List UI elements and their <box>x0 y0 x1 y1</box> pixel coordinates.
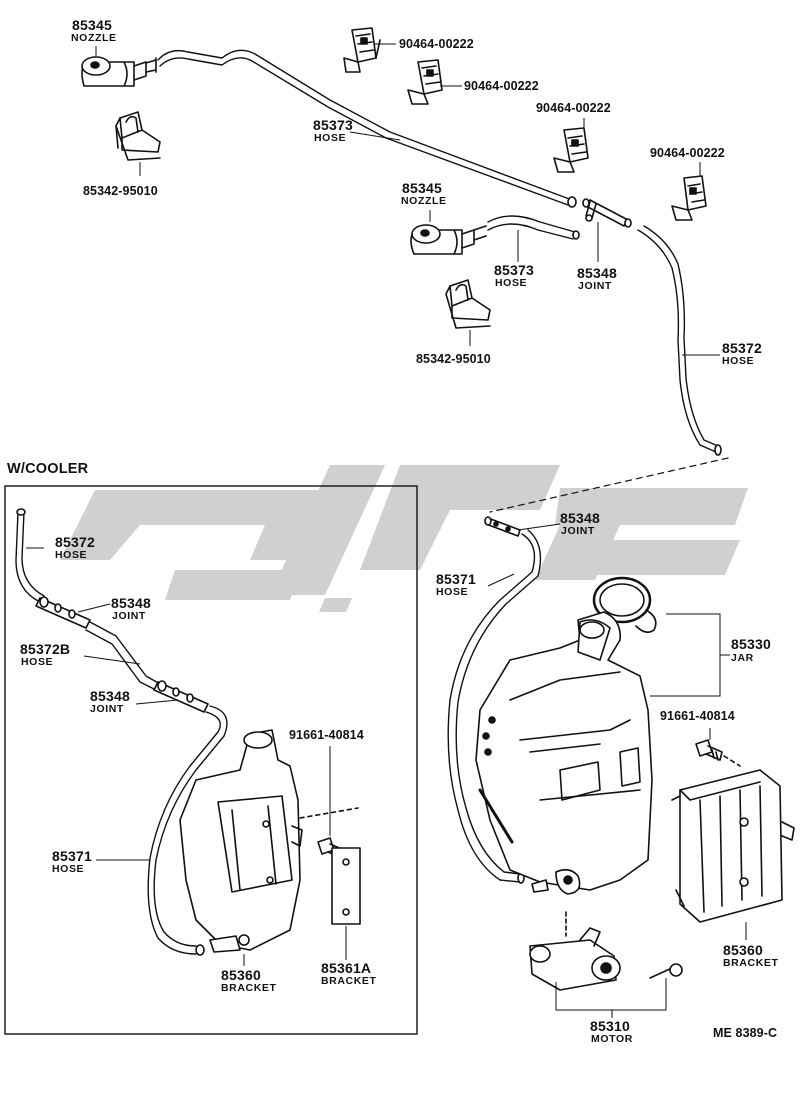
label-jar-name: JAR <box>731 652 754 664</box>
label-cooler-bracket-85361a-number: 85361A <box>321 960 372 976</box>
label-joint-85348-top-number: 85348 <box>577 265 617 281</box>
cooler-hose-85372 <box>15 511 41 603</box>
cooler-hose-85371 <box>153 705 228 947</box>
label-hose-85373-top-number: 85373 <box>313 117 353 133</box>
hose-85373-top <box>157 49 573 201</box>
section-title-w-cooler: W/COOLER <box>7 461 89 477</box>
label-hose-85371-right-number: 85371 <box>436 571 476 587</box>
label-bracket-top-left: 85342-95010 <box>83 184 158 198</box>
cooler-bracket-85361a-icon <box>331 847 361 925</box>
label-hose-85373-mid-name: HOSE <box>495 277 528 289</box>
label-joint-85348-right-number: 85348 <box>560 510 600 526</box>
label-cooler-hose-85372b-name: HOSE <box>21 656 54 668</box>
label-nozzle-top-number: 85345 <box>72 17 112 33</box>
joint-85348-top-icon <box>582 198 632 228</box>
label-cooler-hose-85371-name: HOSE <box>52 863 85 875</box>
cooler-joint-85348-2-icon <box>153 680 209 713</box>
label-motor-number: 85310 <box>590 1018 630 1034</box>
label-bracket-mid: 85342-95010 <box>416 352 491 366</box>
label-clamp-1: 90464-00222 <box>399 37 474 51</box>
label-clamp-4: 90464-00222 <box>650 146 725 160</box>
label-bracket-right-name: BRACKET <box>723 957 779 969</box>
label-bolt-right: 91661-40814 <box>660 709 735 723</box>
leader-lines <box>26 43 747 1018</box>
jar-assembly <box>447 516 795 991</box>
label-clamp-2: 90464-00222 <box>464 79 539 93</box>
top-assembly <box>81 27 729 513</box>
label-hose-85372-right-name: HOSE <box>722 355 755 367</box>
bracket-85342-top-left-icon <box>115 111 161 161</box>
nozzle-85345-top-icon <box>81 56 157 87</box>
label-hose-85371-right-name: HOSE <box>436 586 469 598</box>
clamp-90464-1-icon <box>343 27 381 73</box>
label-cooler-joint-2-number: 85348 <box>90 688 130 704</box>
label-cooler-hose-85372-name: HOSE <box>55 549 88 561</box>
bolt-91661-right-icon <box>695 739 741 767</box>
label-cooler-hose-85372-number: 85372 <box>55 534 95 550</box>
label-joint-85348-right-name: JOINT <box>561 525 595 537</box>
cooler-hose-85372b <box>89 621 161 685</box>
label-motor-name: MOTOR <box>591 1033 633 1045</box>
cooler-box <box>4 485 418 1035</box>
figure-code: ME 8389-C <box>713 1026 778 1040</box>
label-cooler-bracket-85360-number: 85360 <box>221 967 261 983</box>
screw-icon <box>649 963 683 979</box>
label-cooler-hose-85371-number: 85371 <box>52 848 92 864</box>
label-cooler-hose-85372b-number: 85372B <box>20 641 71 657</box>
label-cooler-joint-2-name: JOINT <box>90 703 124 715</box>
label-hose-85372-right-number: 85372 <box>722 340 762 356</box>
joint-85348-right-icon <box>484 516 521 537</box>
nozzle-85345-mid-icon <box>410 224 487 255</box>
bracket-85360-right-icon <box>671 769 795 923</box>
label-cooler-bracket-85361a-name: BRACKET <box>321 975 377 987</box>
label-clamp-3: 90464-00222 <box>536 101 611 115</box>
hose-85372-right <box>637 229 717 453</box>
watermark-logo <box>60 465 748 612</box>
jar-cap-icon <box>592 576 657 634</box>
label-cooler-bracket-85360-name: BRACKET <box>221 982 277 994</box>
label-cooler-joint-1-number: 85348 <box>111 595 151 611</box>
jar-85330-icon <box>475 611 653 895</box>
label-hose-85373-mid-number: 85373 <box>494 262 534 278</box>
label-hose-85373-top-name: HOSE <box>314 132 347 144</box>
label-nozzle-mid-number: 85345 <box>402 180 442 196</box>
cooler-jar-icon <box>179 729 303 953</box>
cooler-joint-85348-1-icon <box>35 596 91 629</box>
label-jar-number: 85330 <box>731 636 771 652</box>
label-nozzle-mid-name: NOZZLE <box>401 195 447 207</box>
clamp-90464-2-icon <box>407 59 443 105</box>
hose-85373-mid <box>487 215 576 233</box>
label-joint-85348-top-name: JOINT <box>578 280 612 292</box>
label-bracket-right-number: 85360 <box>723 942 763 958</box>
clamp-90464-3-icon <box>553 127 589 173</box>
label-cooler-joint-1-name: JOINT <box>112 610 146 622</box>
label-cooler-bolt: 91661-40814 <box>289 728 364 742</box>
bracket-85342-mid-icon <box>445 279 491 329</box>
motor-85310-icon <box>529 911 621 991</box>
hose-85371-right <box>447 533 536 883</box>
clamp-90464-4-icon <box>671 175 707 221</box>
label-nozzle-top-name: NOZZLE <box>71 32 117 44</box>
cooler-assembly <box>15 508 361 956</box>
